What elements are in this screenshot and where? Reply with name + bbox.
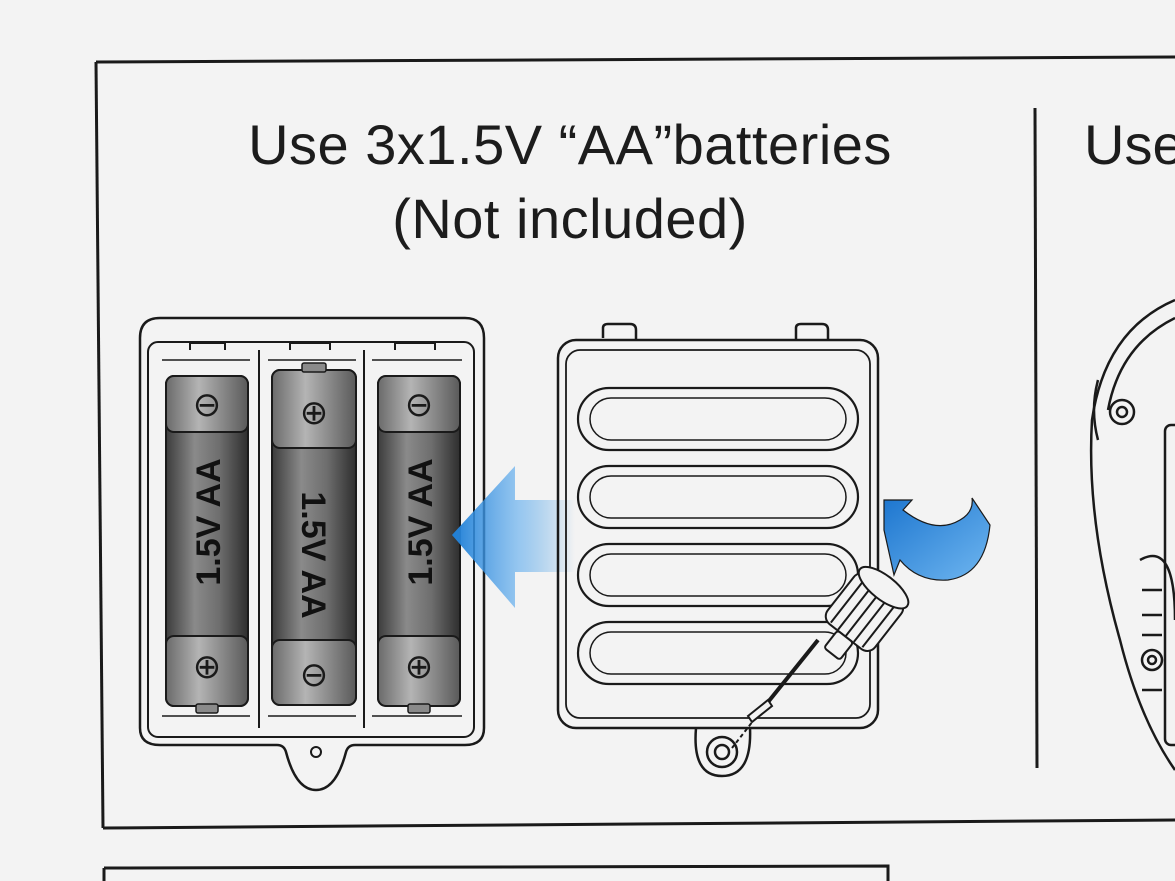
battery-3-label: 1.5V AA	[402, 458, 440, 585]
instruction-title-line1: Use 3x1.5V “AA”batteries	[248, 113, 892, 176]
battery-1-bottom-polarity: ⊕	[193, 647, 222, 687]
battery-compartment	[138, 316, 486, 792]
screwdriver-icon	[731, 565, 910, 749]
battery-1-label: 1.5V AA	[190, 458, 228, 585]
next-panel-title: Use	[1084, 113, 1175, 176]
battery-2-top-polarity: ⊕	[300, 393, 329, 433]
battery-cover	[556, 322, 880, 778]
battery-2	[271, 362, 357, 706]
turn-screw-arrow	[883, 497, 991, 581]
next-panel-device	[1089, 298, 1175, 771]
battery-3-top-polarity: ⊖	[405, 385, 434, 425]
battery-1-top-polarity: ⊖	[193, 385, 222, 425]
battery-1	[165, 375, 249, 714]
instruction-title-line2: (Not included)	[392, 187, 748, 250]
remove-cover-arrow	[452, 466, 575, 608]
battery-2-bottom-polarity: ⊖	[300, 655, 329, 695]
panel-frame	[94, 55, 1175, 881]
battery-2-label: 1.5V AA	[294, 491, 332, 618]
battery-3-bottom-polarity: ⊕	[405, 647, 434, 687]
